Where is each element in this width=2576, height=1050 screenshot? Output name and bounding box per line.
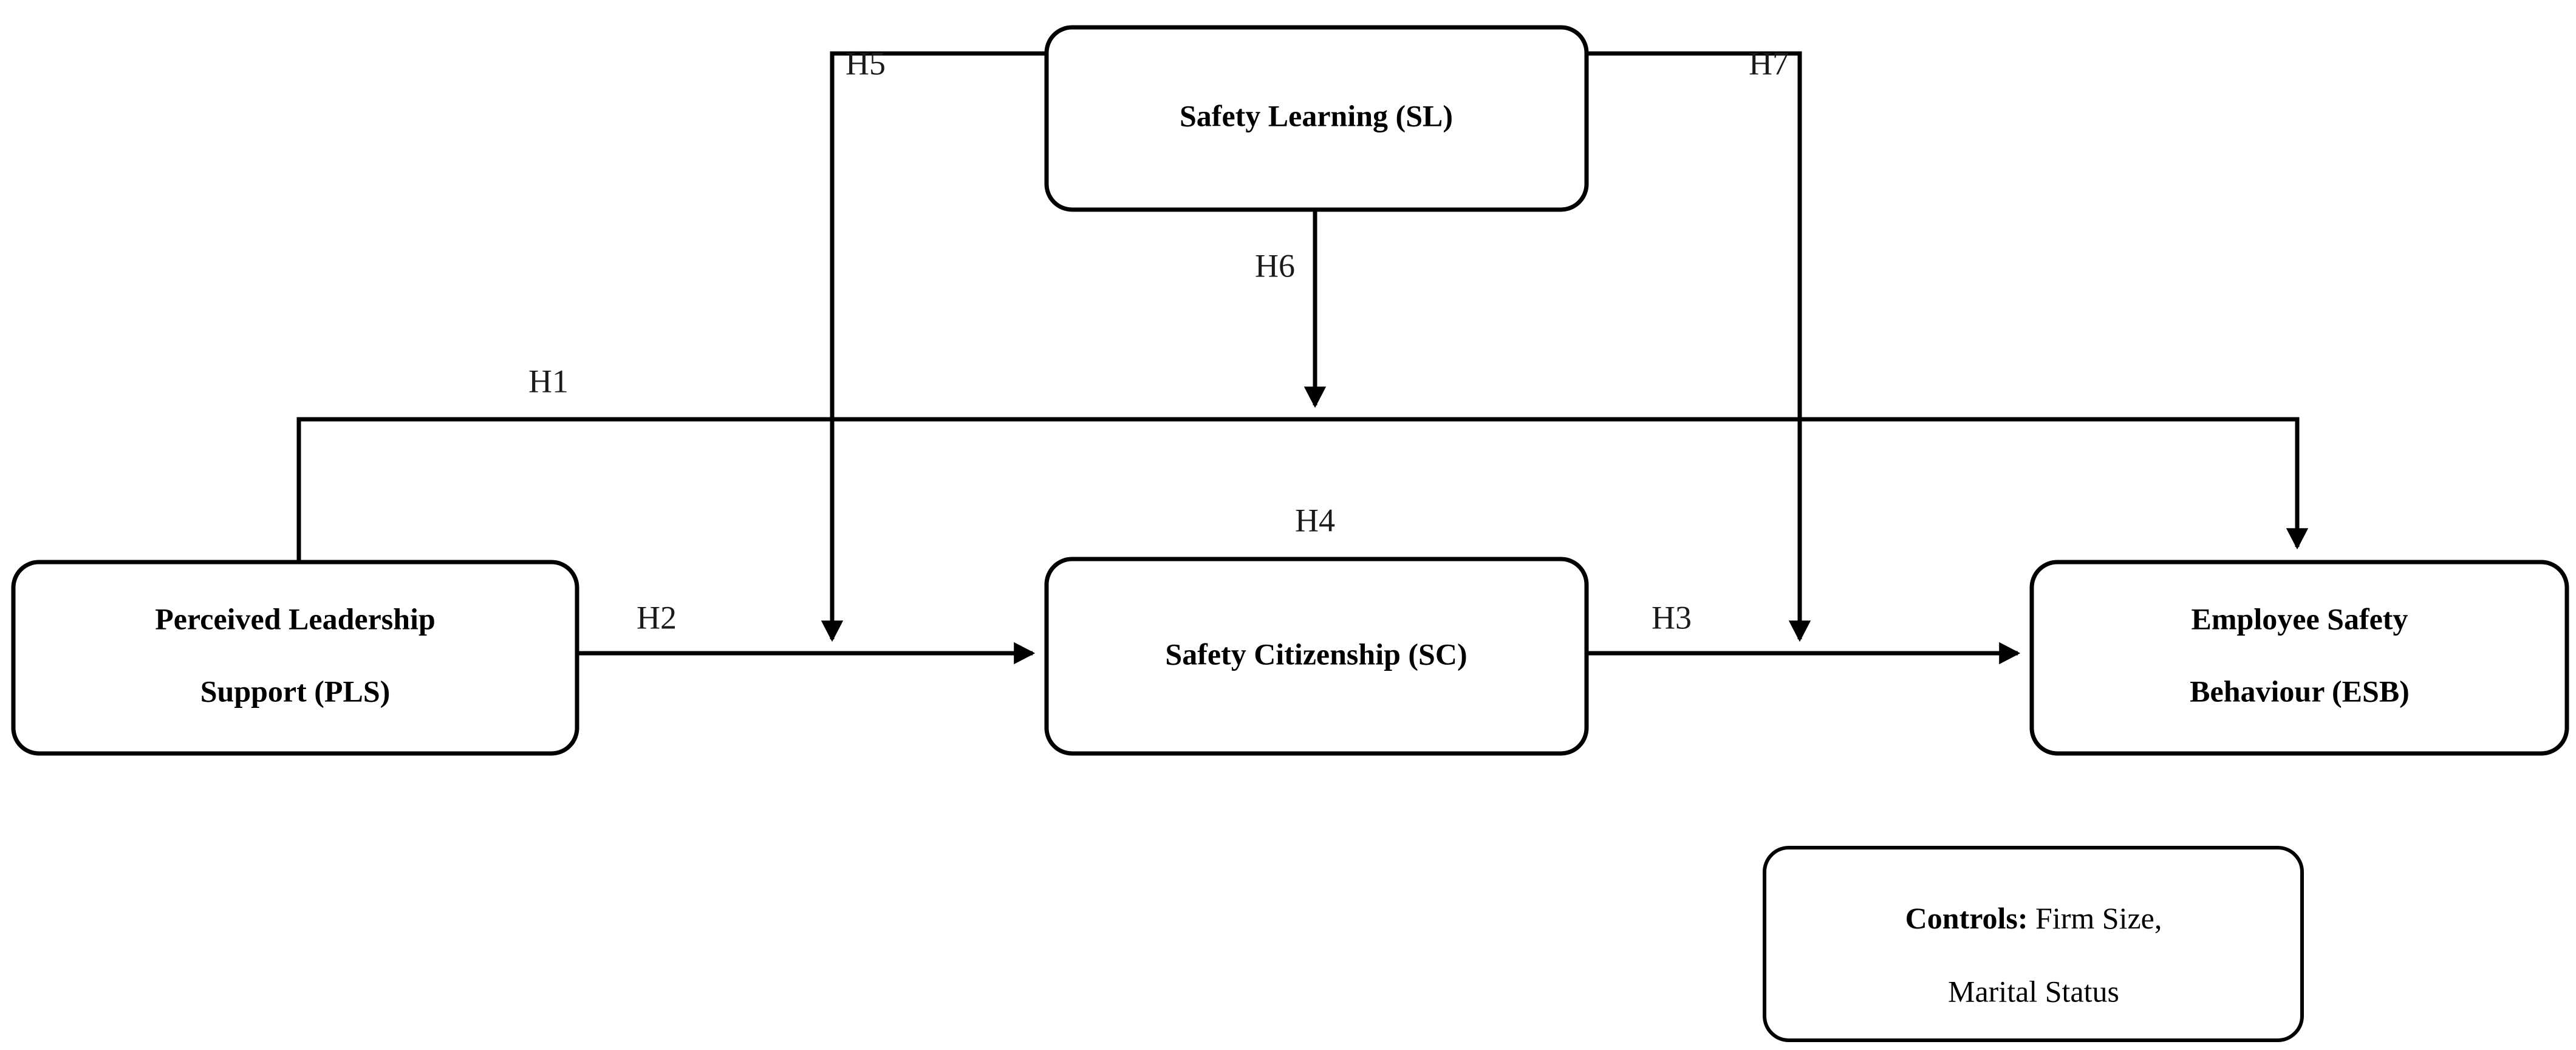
node-perceived-leadership-support[interactable]: Perceived Leadership Support (PLS) [11, 560, 579, 756]
node-esb-label-line1: Employee Safety [2192, 602, 2408, 636]
node-safety-learning-label: Safety Learning (SL) [1180, 98, 1453, 132]
node-pls-label-line1: Perceived Leadership [155, 602, 436, 636]
node-safety-citizenship[interactable]: Safety Citizenship (SC) [1044, 557, 1589, 756]
controls-box-line2: Marital Status [1948, 974, 2119, 1008]
hypothesis-label-h1: H1 [528, 363, 569, 399]
edge-h1-pls-to-esb [296, 417, 2309, 562]
node-employee-safety-behaviour-rect [2029, 560, 2569, 756]
node-esb-label-line2: Behaviour (ESB) [2190, 674, 2410, 708]
hypothesis-label-h2: H2 [637, 599, 677, 636]
node-safety-citizenship-label: Safety Citizenship (SC) [1165, 637, 1467, 671]
controls-box-rect [1763, 846, 2304, 1042]
controls-box-line1: Controls: Firm Size, [1905, 901, 2162, 935]
hypothesis-label-h6: H6 [1255, 247, 1295, 284]
node-pls-label-line2: Support (PLS) [200, 674, 391, 708]
hypothesis-label-h7: H7 [1749, 45, 1789, 81]
edge-h5-sl-to-pls-sc-path [821, 51, 1047, 642]
node-employee-safety-behaviour[interactable]: Employee Safety Behaviour (ESB) [2029, 560, 2569, 756]
controls-box[interactable]: Controls: Firm Size, Marital Status [1763, 846, 2304, 1042]
hypothesis-label-h4: H4 [1295, 502, 1335, 538]
edge-h7-sl-to-sc-esb-path [1587, 51, 1811, 642]
controls-box-bold-prefix: Controls: [1905, 901, 2028, 935]
node-safety-learning[interactable]: Safety Learning (SL) [1044, 25, 1589, 212]
node-perceived-leadership-support-rect [11, 560, 579, 756]
node-safety-learning-rect [1044, 25, 1589, 212]
hypothesis-label-h5: H5 [846, 45, 886, 81]
node-safety-citizenship-rect [1044, 557, 1589, 756]
hypothesis-label-h3: H3 [1652, 599, 1692, 636]
controls-box-line1-rest: Firm Size, [2028, 901, 2162, 935]
